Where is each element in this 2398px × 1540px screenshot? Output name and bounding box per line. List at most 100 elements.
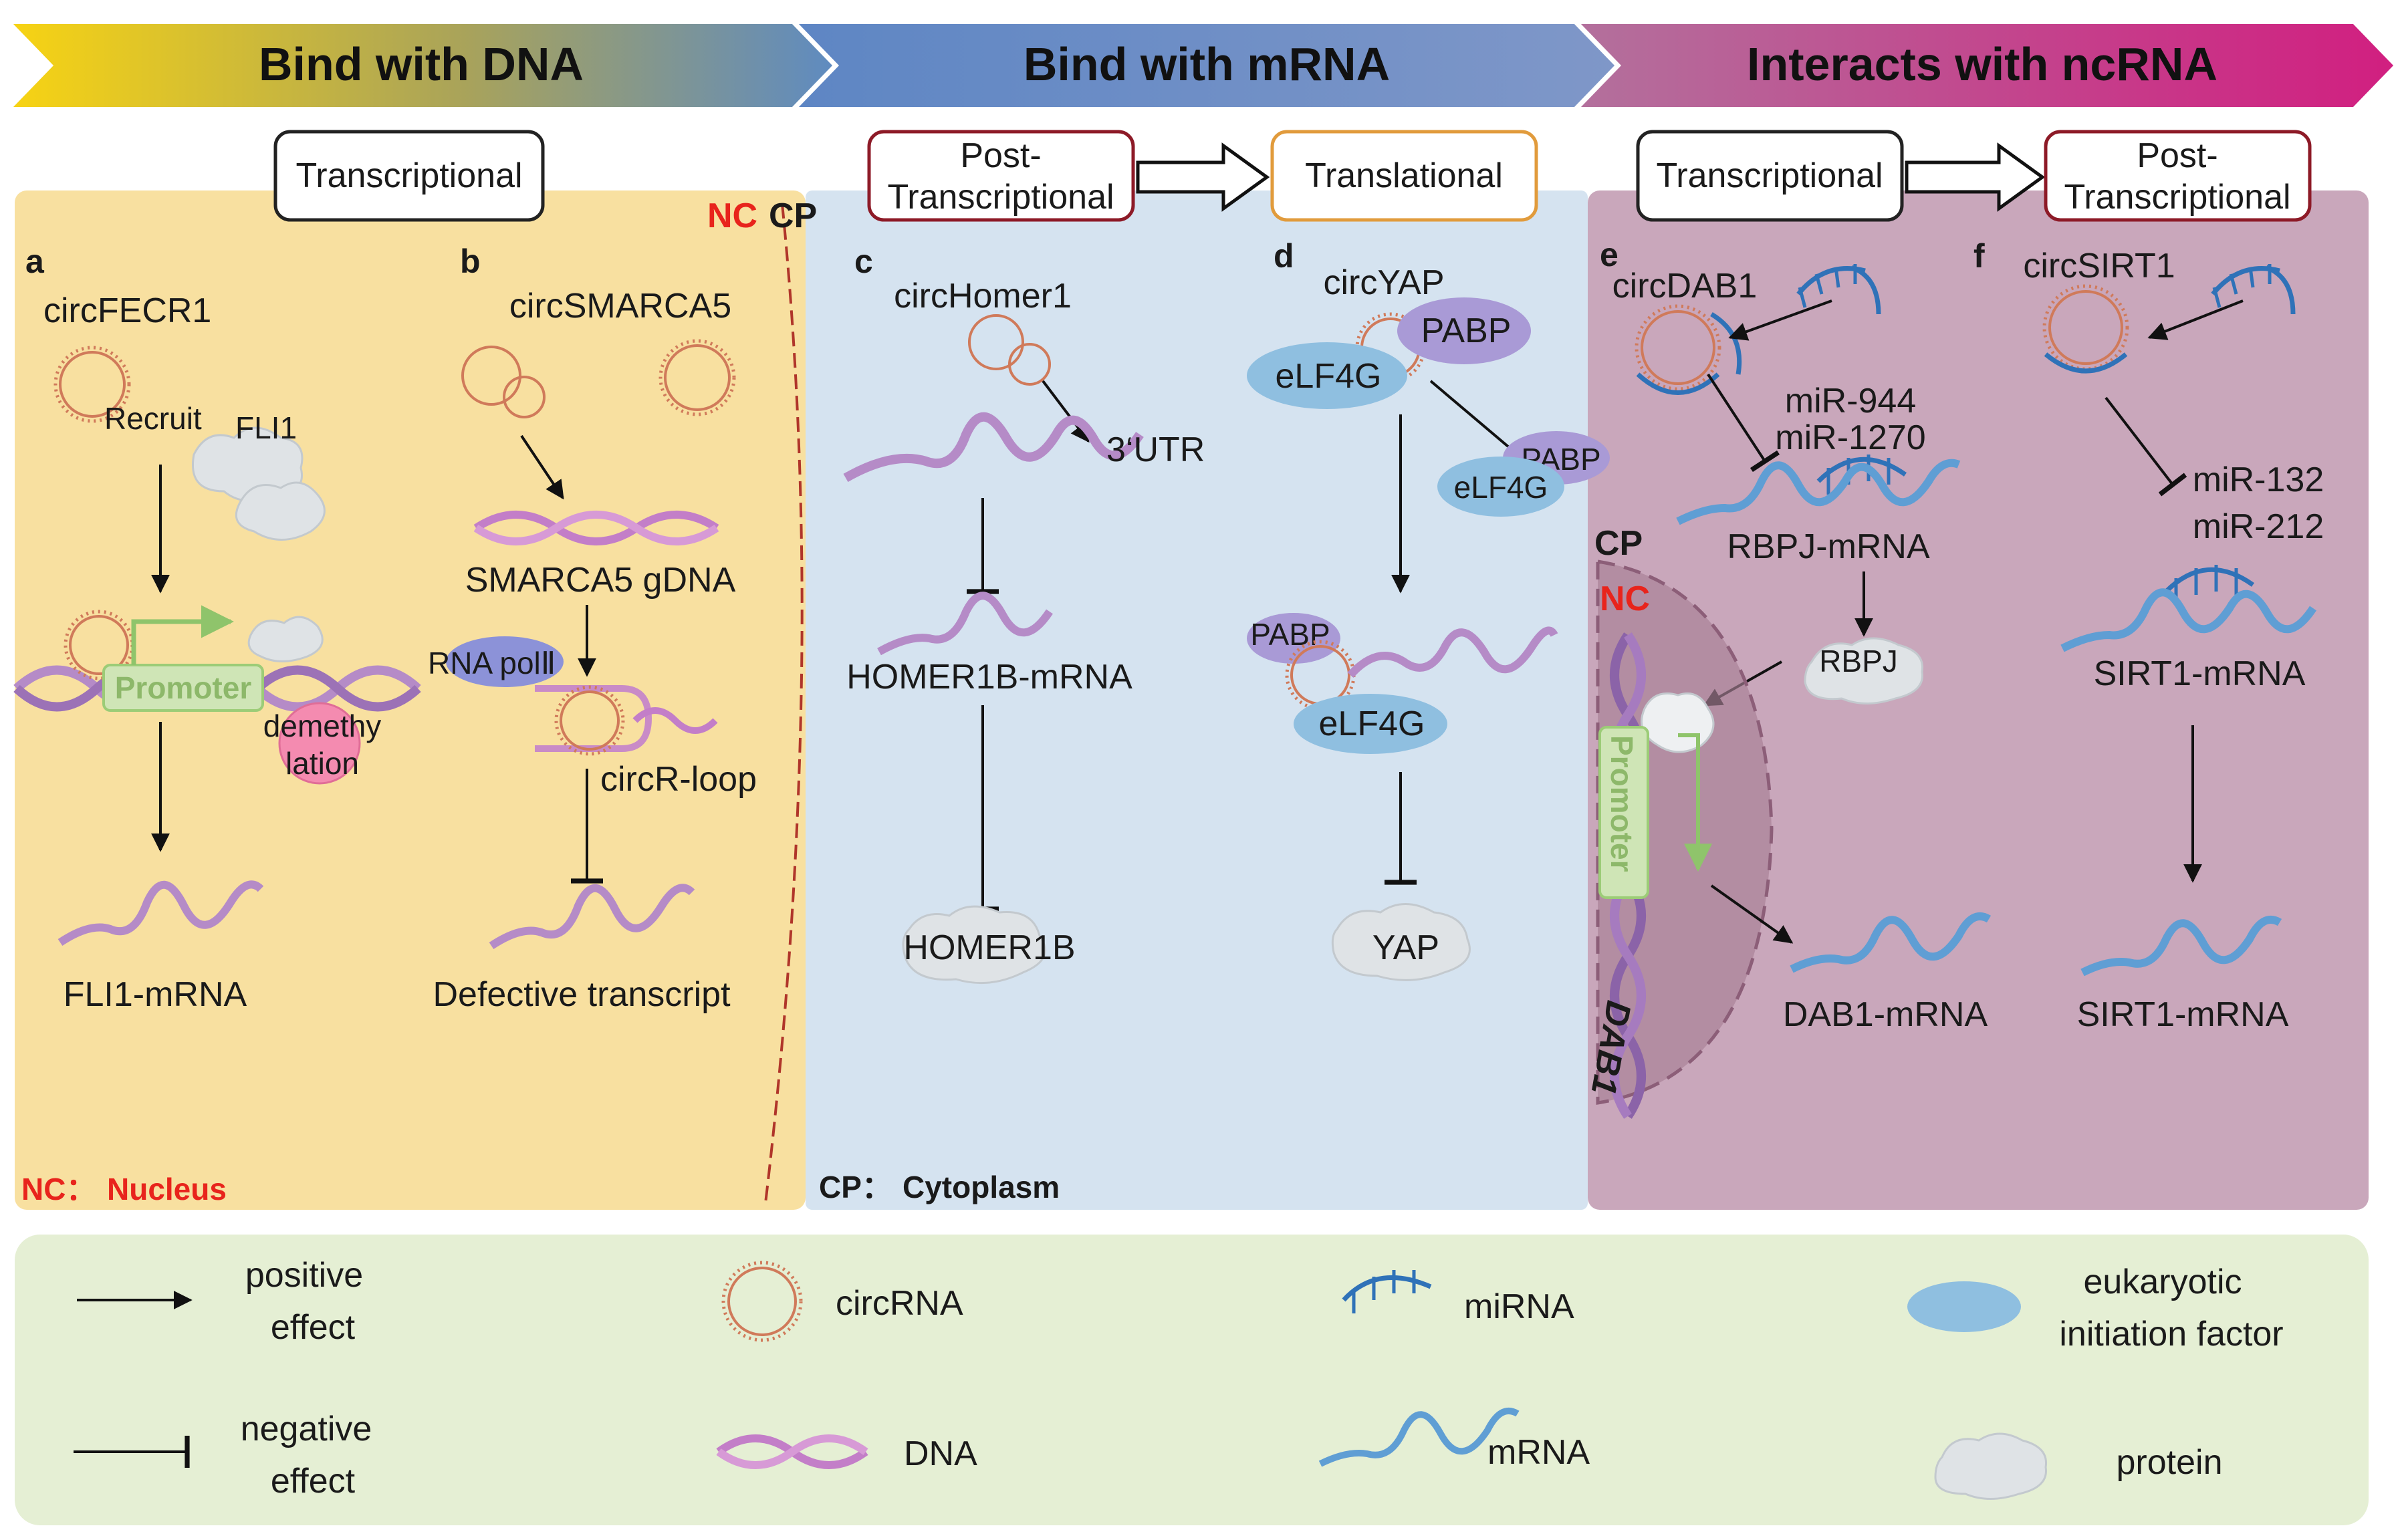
transcriptional-box-1 [273, 130, 545, 222]
regulation-boxes: Transcriptional Post- Transcriptional Tr… [273, 130, 2312, 222]
mrna-icon [489, 884, 695, 950]
demethylation-label-2: lation [285, 746, 359, 781]
sirt1-mrna-label-2: SIRT1-mRNA [2077, 995, 2289, 1034]
translational-box-label: Translational [1305, 156, 1503, 195]
panel-b: b circSMARCA5 SMARCA5 gDNA RNA polⅡ circ… [428, 243, 757, 1014]
mrna-icon [2060, 588, 2316, 652]
legend-circrna-label: circRNA [836, 1284, 963, 1323]
cp-marker: CP [769, 197, 817, 235]
mrna-icon [1676, 459, 1961, 525]
circrna-icon [461, 339, 736, 418]
dab1-mrna-label: DAB1-mRNA [1783, 995, 1988, 1034]
promoter-label: Promoter [115, 670, 252, 705]
promoter-box [1598, 726, 1649, 899]
flow-arrow-2 [1905, 142, 2046, 212]
inhibit-mirna [1707, 373, 1780, 473]
circhomer1-label: circHomer1 [894, 277, 1072, 315]
rbpj-mrna-label: RBPJ-mRNA [1727, 527, 1930, 566]
panel-a-letter: a [25, 243, 45, 280]
elf4g-label: eLF4G [1276, 357, 1382, 396]
legend-mirna-label: miRNA [1464, 1287, 1574, 1326]
post-transcriptional-box-2 [2044, 130, 2312, 222]
protein-icon [192, 426, 326, 541]
circdab1-label: circDAB1 [1612, 267, 1758, 305]
protein-icon [902, 905, 1046, 985]
rloop-dna-tail [632, 707, 718, 734]
flow-arrow-1 [1136, 142, 1270, 212]
header-banner: Bind with DNA Bind with mRNA Interacts w… [13, 24, 2393, 107]
circrna-icon [2042, 284, 2129, 374]
panel-a: a circFECR1 Recruit FLI1 Promoter demeth… [13, 243, 421, 1014]
elf4g-ellipse [1247, 342, 1407, 409]
legend-mrna-label: mRNA [1487, 1433, 1590, 1472]
panel-c-letter: c [854, 243, 873, 280]
post-transcriptional-box-1-line-2: Transcriptional [887, 178, 1114, 217]
header-ncrna-arrow [1581, 24, 2393, 107]
circr-loop-label: circR-loop [600, 760, 757, 799]
legend-eif-label-2: initiation factor [2059, 1315, 2283, 1354]
cytoplasm-key: CP： [819, 1170, 892, 1204]
elf4g-ellipse [1437, 457, 1564, 517]
promoter-box [102, 664, 264, 712]
legend-mrna-icon [1318, 1408, 1520, 1467]
mirna-icon [1796, 264, 1881, 315]
mrna-icon [1347, 626, 1558, 678]
utr-label: 3‘UTR [1106, 430, 1205, 469]
protein-icon [1331, 903, 1471, 981]
mir944-label: miR-944 [1785, 382, 1917, 420]
mrna-icon [2080, 916, 2282, 977]
mir132-label: miR-132 [2193, 461, 2324, 499]
panel-e: e circDAB1 miR-944 miR-1270 RBPJ-mRNA RB… [1584, 236, 1992, 1119]
legend-eif-label-1: eukaryotic [2084, 1263, 2242, 1301]
cp-label: CP [1594, 524, 1643, 563]
arrow-sponge [2147, 299, 2244, 340]
panel-f: f circSIRT1 miR-132 miR-212 SIRT1-mRNA S… [1973, 237, 2324, 1034]
transcriptional-box-1-label: Transcriptional [295, 156, 522, 195]
mirna-icon [2211, 264, 2296, 315]
legend-positive-label-1: positive [245, 1256, 363, 1295]
circrna-icon [554, 685, 625, 756]
circfecr1-label: circFECR1 [43, 291, 211, 330]
header-mrna-arrow [799, 24, 1614, 107]
legend-positive-label-2: effect [271, 1308, 356, 1347]
legend-dna-label: DNA [904, 1434, 977, 1473]
protein-icon [1641, 692, 1715, 753]
header-dna-arrow [13, 24, 832, 107]
panel-b-letter: b [460, 243, 481, 280]
recruit-label: Recruit [104, 401, 202, 436]
fli1-mrna-label: FLI1-mRNA [64, 975, 247, 1014]
legend-protein-icon [1934, 1432, 2048, 1500]
circrna-icon [53, 346, 131, 423]
fli1-label: FLI1 [235, 410, 297, 445]
arrow-dab1-transcription [1710, 884, 1794, 944]
demethylation-label-1: demethy [263, 709, 381, 743]
homer1b-label: HOMER1B [903, 928, 1075, 967]
mir212-label: miR-212 [2193, 507, 2324, 546]
legend-protein-label: protein [2117, 1443, 2223, 1482]
elf4g-label-2: eLF4G [1454, 470, 1548, 505]
nc-label: NC [1600, 580, 1650, 618]
header-ncrna-label: Interacts with ncRNA [1747, 38, 2217, 90]
post-transcriptional-box-2-line-1: Post- [2137, 136, 2217, 175]
cytoplasm-name: Cytoplasm [903, 1170, 1060, 1204]
ncrna-panel-bg [1588, 190, 2369, 1210]
sirt1-mrna-label-1: SIRT1-mRNA [2094, 654, 2306, 693]
mrna-icon [877, 592, 1053, 656]
transcriptional-box-2 [1636, 130, 1904, 222]
elf4g-ellipse [1294, 694, 1447, 754]
rna-pol-ellipse [446, 636, 564, 687]
promoter-label: Promoter [1604, 735, 1639, 872]
legend-mirna-icon [1342, 1270, 1432, 1313]
legend-negative-label-2: effect [271, 1462, 356, 1501]
nucleus-border-dashed [764, 203, 804, 1204]
pabp-ellipse [1397, 297, 1531, 364]
arrow-sponge [1728, 299, 1832, 341]
post-transcriptional-box-1-line-1: Post- [960, 136, 1041, 175]
promoter-activation-arrow [131, 605, 234, 665]
demethylation-circle [278, 702, 361, 785]
arrow-binding [520, 434, 564, 500]
post-transcriptional-box-1 [867, 130, 1135, 222]
circsirt1-label: circSIRT1 [2023, 247, 2175, 285]
protein-icon [247, 616, 324, 662]
